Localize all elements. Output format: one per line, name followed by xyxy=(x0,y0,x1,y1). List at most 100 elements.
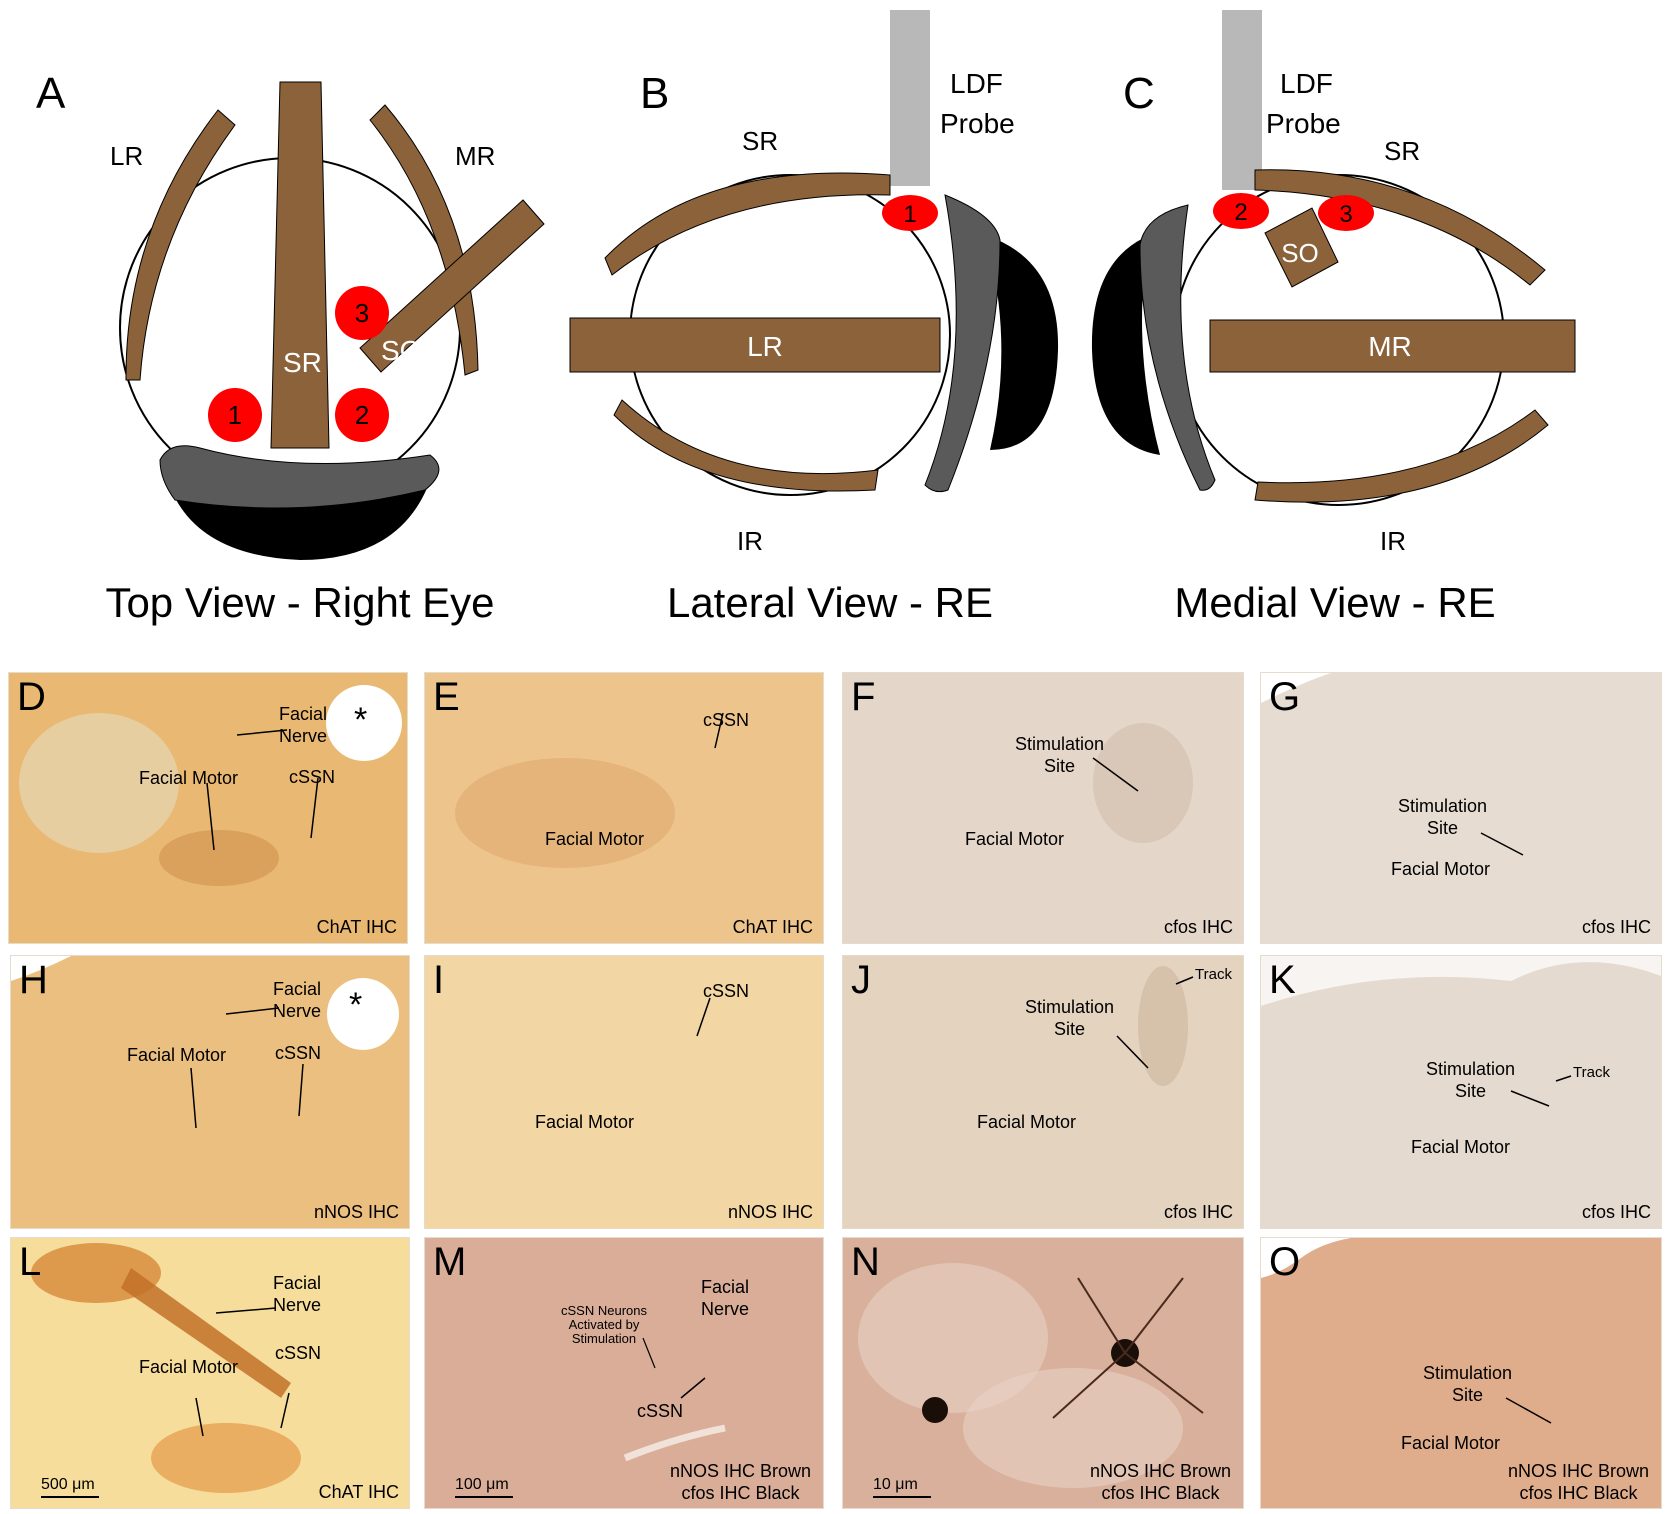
muscle-ir xyxy=(613,399,879,492)
label-cssn: cSSN xyxy=(289,767,336,787)
panel-c-caption: Medial View - RE xyxy=(1174,579,1495,626)
neuron-body xyxy=(922,1397,948,1423)
panel-letter: I xyxy=(433,958,445,1002)
stain-label: ChAT IHC xyxy=(318,1482,399,1502)
label-facial-motor: Facial Motor xyxy=(139,768,239,788)
cornea-gray xyxy=(1139,204,1216,491)
label-star: * xyxy=(349,986,363,1024)
panel-letter: L xyxy=(19,1240,42,1284)
panel-letter: N xyxy=(851,1240,880,1284)
scale-bar: 500 μm xyxy=(41,1476,99,1498)
micrograph-e: E cSSN Facial Motor ChAT IHC xyxy=(424,672,824,944)
label-mr: MR xyxy=(1368,331,1412,362)
label-star: * xyxy=(354,701,368,739)
site-1-label: 1 xyxy=(903,201,916,228)
stain-label: nNOS IHC xyxy=(727,1202,813,1222)
panel-letter: E xyxy=(433,675,460,719)
panel-letter: G xyxy=(1269,675,1301,719)
muscle-sr xyxy=(270,81,330,449)
panel-a: A LR MR SR SO 1 2 3 Top View - Right Eye xyxy=(36,69,545,626)
stain-label: ChAT IHC xyxy=(732,917,813,937)
label-ir: IR xyxy=(737,526,763,556)
label-facial-motor: Facial Motor xyxy=(139,1357,239,1377)
eye-muscle-diagram: A LR MR SR SO 1 2 3 Top View - Right Eye xyxy=(36,10,1576,626)
tissue-texture xyxy=(425,1238,823,1508)
site-3-label: 3 xyxy=(1339,201,1352,228)
label-facial-motor: Facial Motor xyxy=(545,829,645,849)
micrograph-i: I cSSN Facial Motor nNOS IHC xyxy=(424,955,824,1229)
label-cssn: cSSN xyxy=(703,710,750,730)
probe-label-1: LDF xyxy=(1280,68,1333,99)
site-1 xyxy=(208,388,262,442)
muscle-mr xyxy=(1209,319,1576,373)
site-1 xyxy=(882,195,938,231)
label-cssn: cSSN xyxy=(275,1343,322,1363)
panel-letter: K xyxy=(1269,958,1296,1002)
site-2 xyxy=(1213,193,1269,229)
ldf-probe xyxy=(1222,10,1262,190)
label-ir: IR xyxy=(1380,526,1406,556)
cornea-gray xyxy=(159,445,440,509)
site-2-label: 2 xyxy=(1234,199,1247,226)
tissue-texture xyxy=(843,673,1243,943)
muscle-mr xyxy=(369,104,479,376)
label-facial-motor: Facial Motor xyxy=(1411,1137,1511,1157)
muscle-lr xyxy=(125,109,236,381)
panel-letter: F xyxy=(851,675,876,719)
label-facial-motor: Facial Motor xyxy=(127,1045,227,1065)
tissue-texture xyxy=(1261,956,1661,1228)
panel-letter: D xyxy=(17,675,46,719)
site-3-label: 3 xyxy=(355,298,369,328)
muscle-so xyxy=(359,199,545,373)
label-facial-motor: Facial Motor xyxy=(965,829,1065,849)
panel-b: B SR LR IR LDF Probe 1 Lateral View - RE xyxy=(569,10,1059,626)
probe-label-2: Probe xyxy=(1266,108,1341,139)
stain-label: cfos IHC xyxy=(1581,917,1651,937)
muscle-so xyxy=(1264,207,1339,288)
stain-label: ChAT IHC xyxy=(316,917,397,937)
panel-a-caption: Top View - Right Eye xyxy=(105,579,494,626)
label-facial-motor: Facial Motor xyxy=(1391,859,1491,879)
label-so: SO xyxy=(381,335,421,366)
stain-label: cfos IHC xyxy=(1581,1202,1651,1222)
panel-b-caption: Lateral View - RE xyxy=(667,579,993,626)
label-sr: SR xyxy=(1384,136,1420,166)
tissue-texture xyxy=(1261,673,1661,943)
panel-a-letter: A xyxy=(36,69,66,118)
site-2 xyxy=(335,388,389,442)
label-mr: MR xyxy=(455,141,495,171)
ventricle-hole xyxy=(327,978,399,1050)
site-3 xyxy=(335,286,389,340)
probe-label-1: LDF xyxy=(950,68,1003,99)
cornea-gray xyxy=(924,194,1001,493)
tissue-texture xyxy=(843,1238,1243,1508)
site-2-label: 2 xyxy=(355,400,369,430)
muscle-sr xyxy=(604,172,891,276)
panel-c-letter: C xyxy=(1123,69,1155,118)
label-track: Track xyxy=(1195,966,1232,983)
tissue-texture xyxy=(9,673,407,943)
label-lr: LR xyxy=(747,331,783,362)
scale-bar: 100 μm xyxy=(455,1476,513,1498)
muscle-ir xyxy=(1254,409,1549,503)
